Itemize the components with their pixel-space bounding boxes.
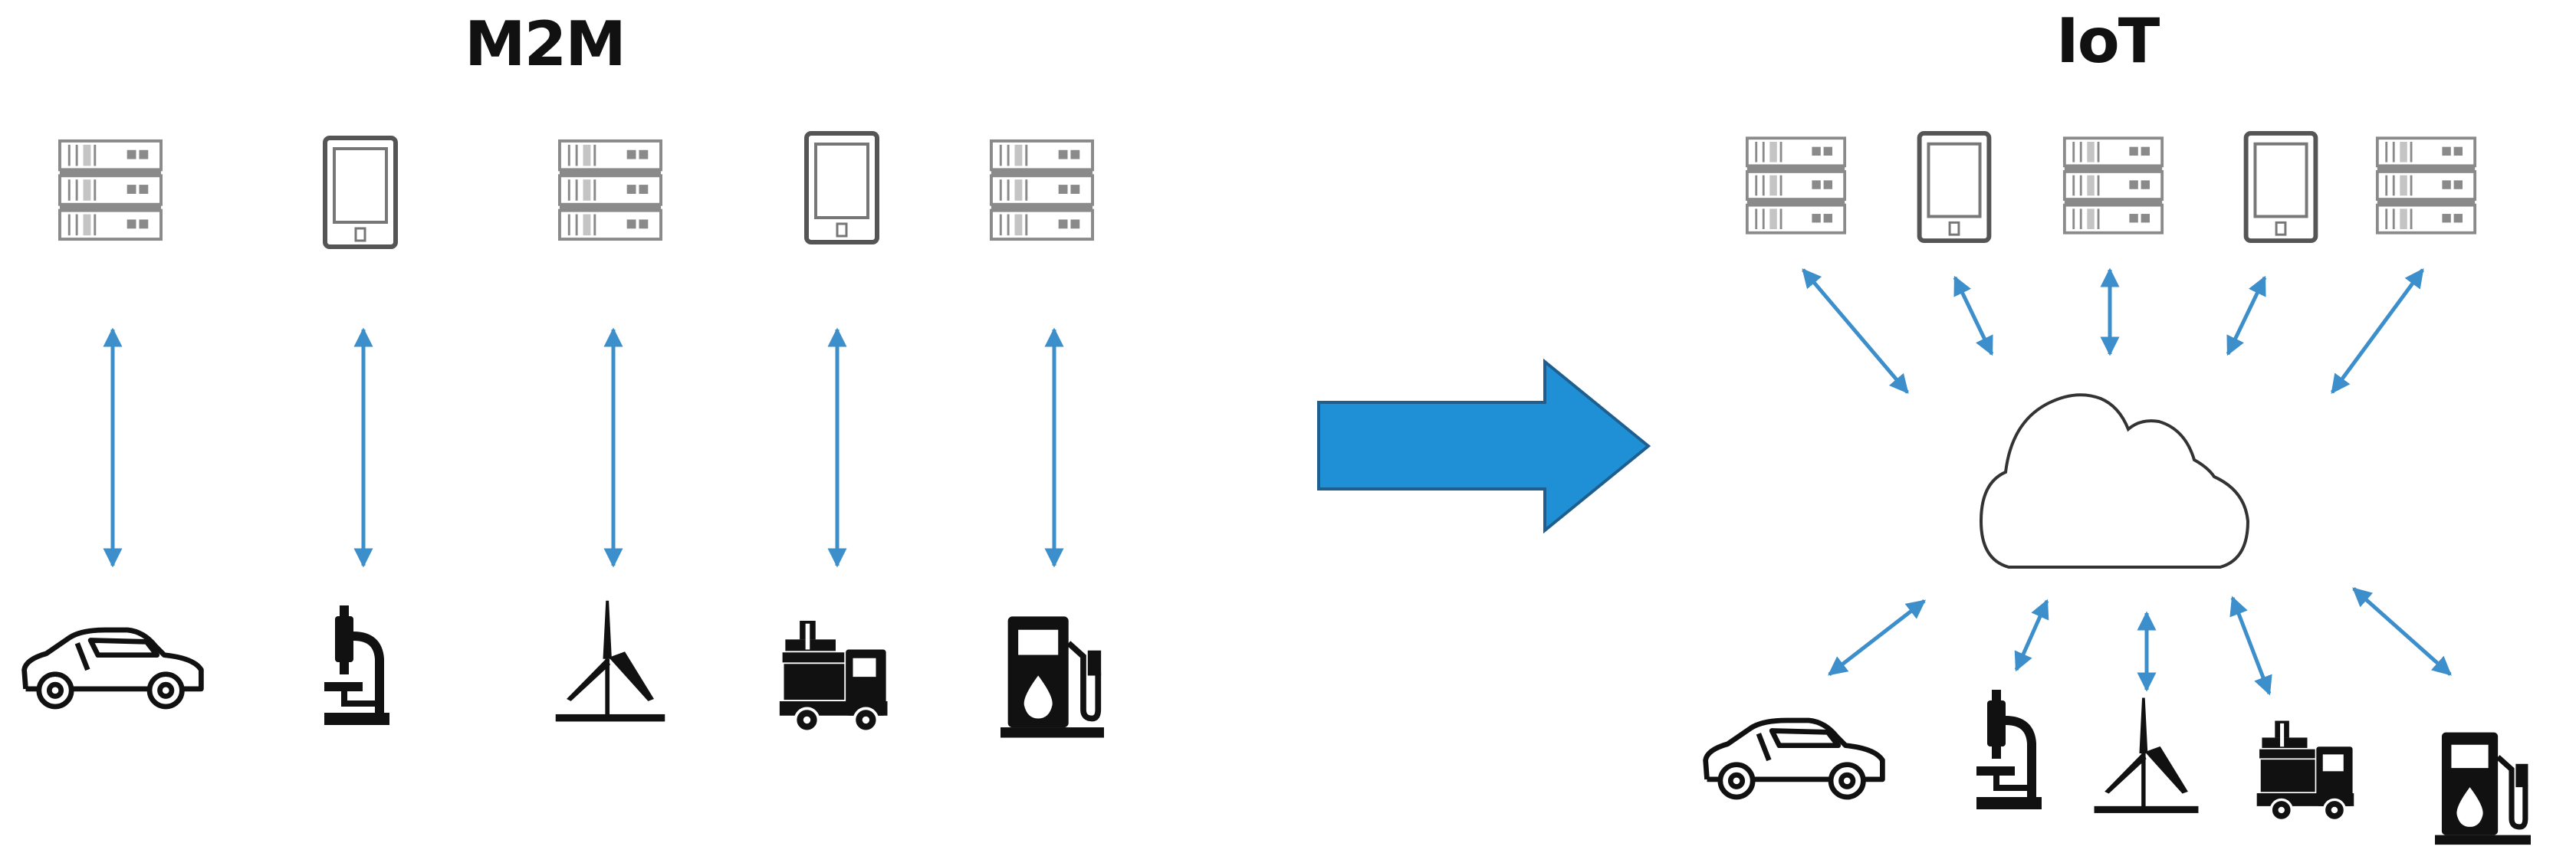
microscope-icon: [317, 605, 393, 728]
tablet-icon: [1916, 130, 1993, 244]
iot-bottom-link-5: [2352, 587, 2452, 676]
iot-top-link-5: [2330, 267, 2425, 395]
iot-bottom-link-1: [1828, 599, 1926, 676]
iot-bottom-link-2: [2014, 599, 2049, 672]
iot-title: IoT: [2056, 5, 2160, 77]
m2m-title: M2M: [465, 8, 626, 80]
iot-bottom-link-4: [2229, 595, 2272, 696]
server-icon: [2375, 135, 2477, 236]
iot-top-link-1: [1802, 268, 1909, 394]
car-icon: [17, 622, 209, 714]
fuel-pump-icon: [1001, 613, 1104, 740]
tablet-icon: [322, 135, 399, 250]
transition-arrow-icon: [1317, 358, 1651, 534]
cloud-icon: [1979, 393, 2250, 569]
server-icon: [58, 138, 163, 242]
wind-turbine-icon: [2091, 694, 2202, 820]
truck-icon: [2256, 719, 2359, 826]
iot-top-link-2: [1953, 275, 1994, 356]
wind-turbine-icon: [552, 599, 669, 726]
server-icon: [1745, 135, 1847, 236]
car-icon: [1698, 713, 1890, 805]
server-icon: [989, 138, 1095, 242]
tablet-icon: [2242, 130, 2319, 244]
iot-top-link-4: [2226, 275, 2267, 356]
server-icon: [2062, 135, 2164, 236]
microscope-icon: [1969, 690, 2045, 812]
server-icon: [557, 138, 663, 242]
truck-icon: [778, 621, 893, 736]
tablet-icon: [803, 130, 880, 245]
fuel-pump-icon: [2435, 727, 2531, 849]
